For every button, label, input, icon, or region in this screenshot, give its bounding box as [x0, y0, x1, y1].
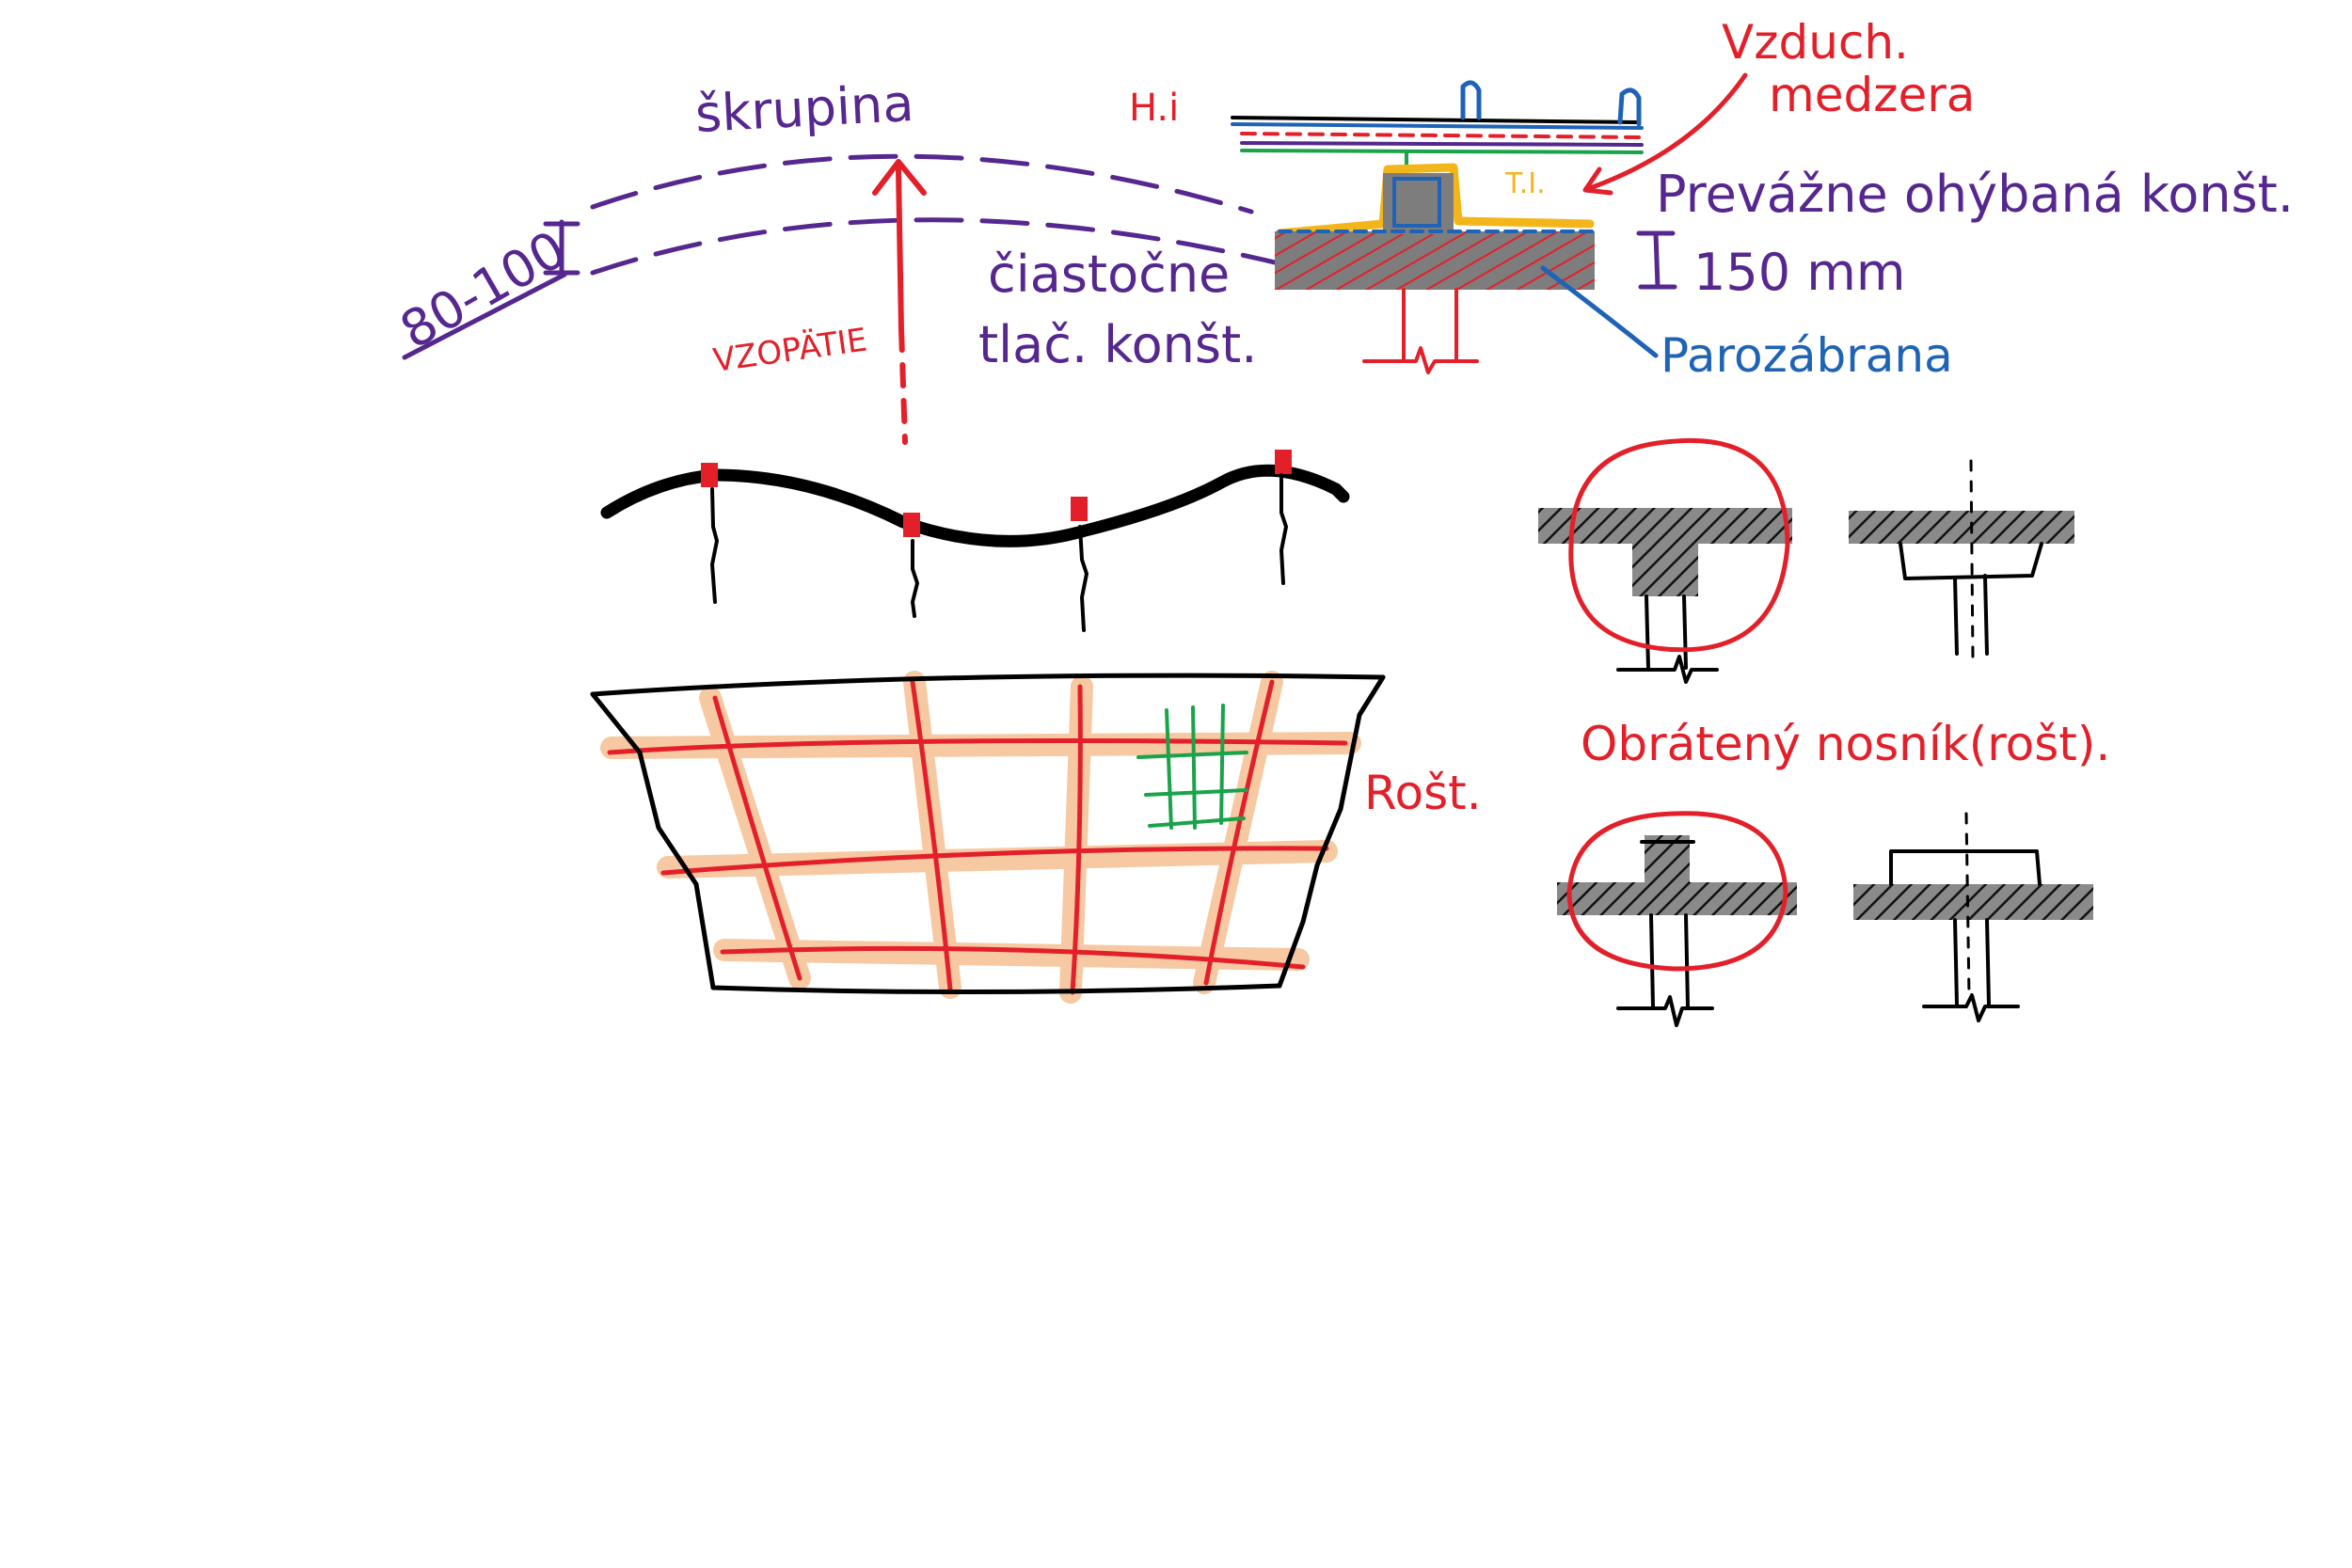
vapor-barrier-label: Parozábrana — [1661, 328, 1953, 383]
compression-structure-label-2: tlač. konšt. — [978, 315, 1257, 374]
secondary-grid — [1136, 704, 1248, 830]
rise-arrow-solid — [896, 166, 904, 332]
grid-label: Rošt. — [1364, 766, 1482, 820]
grid-lines — [607, 679, 1348, 995]
shell-curve-upper — [590, 153, 1254, 214]
inverted-beam-upstand-2 — [1889, 849, 2042, 886]
vapor-barrier-pointer — [1540, 265, 1659, 358]
column-2 — [911, 539, 919, 618]
inverted-beam-column-1 — [1649, 913, 1690, 1008]
grid-diagram: Rošt. — [590, 671, 1482, 1004]
shell-label: škrupina — [693, 73, 914, 144]
roof-layer-red-dashed — [1240, 132, 1644, 139]
seam-right — [1617, 87, 1642, 127]
air-gap-label-2: medzera — [1769, 68, 1975, 122]
support-marker-2 — [903, 513, 920, 537]
inverted-beam-slab-2 — [1853, 884, 2093, 920]
rise-arrow-head — [872, 159, 927, 196]
roof-layer-black — [1231, 116, 1639, 124]
inverted-beam-column-2 — [1953, 918, 1991, 1006]
t-beam-column-1 — [1645, 594, 1688, 670]
inverted-beam-break-2 — [1922, 993, 2020, 1022]
thickness-marker — [1653, 230, 1661, 290]
grid-outline-bottom — [710, 983, 1282, 995]
column-3 — [1078, 525, 1089, 632]
support-marker-1 — [701, 463, 718, 487]
grid-outline-right — [1277, 674, 1386, 989]
t-beam-column-2 — [1953, 574, 1989, 656]
column-4 — [1279, 473, 1288, 585]
inverted-beam-break-1 — [1616, 995, 1714, 1027]
support-marker-3 — [1071, 497, 1088, 521]
roof-section-detail: H.i Vzduch. medzera T.I. Prevážne ohýban… — [978, 15, 2294, 383]
dimension-label: 80-100 — [390, 219, 576, 360]
column-break — [1362, 346, 1479, 374]
inverted-beam-axis-2 — [1964, 812, 1971, 999]
dimension-leader — [402, 272, 567, 360]
t-beam-axis-2 — [1969, 459, 1975, 660]
hi-label: H.i — [1129, 87, 1179, 130]
compression-structure-label-1: čiastočne — [988, 245, 1230, 304]
t-beam-web-2 — [1899, 542, 2043, 580]
inverted-beam-slab-1 — [1557, 882, 1797, 915]
insulation-outline — [1275, 163, 1595, 238]
support-marker-4 — [1275, 450, 1292, 474]
column-below — [1402, 288, 1458, 361]
air-gap-pointer — [1587, 72, 1748, 191]
grid-outline-top — [590, 673, 1386, 697]
beam-core — [1392, 177, 1441, 228]
continuous-beam-diagram — [600, 450, 1350, 632]
highlight-circle-2 — [1566, 811, 1788, 972]
roof-layer-green — [1240, 149, 1644, 154]
t-beam-slab-2 — [1849, 511, 2074, 544]
air-gap-label-1: Vzduch. — [1722, 15, 1909, 70]
shell-curve-lower — [590, 217, 1301, 276]
highlight-circle-1 — [1568, 437, 1790, 653]
rise-label: VZOPÄTIE — [711, 321, 870, 380]
insulation-label: T.I. — [1504, 167, 1546, 200]
bending-structure-label: Prevážne ohýbaná konšt. — [1656, 165, 2294, 224]
thickness-label: 150 mm — [1693, 243, 1905, 302]
roof-layer-blue — [1231, 122, 1644, 130]
t-beam-slab-1 — [1538, 508, 1792, 544]
air-gap-pointer-head — [1582, 166, 1613, 196]
seam-left — [1460, 80, 1482, 120]
roof-layer-purple — [1240, 141, 1644, 147]
concrete-slab — [1275, 231, 1595, 290]
inverted-beam-label: Obrátený nosník(rošt). — [1581, 717, 2110, 771]
column-1 — [710, 487, 719, 604]
rise-arrow-dashed — [898, 326, 908, 445]
t-beam-web-1 — [1632, 544, 1698, 596]
grid-outline-left — [590, 691, 716, 990]
t-beam-break-1 — [1616, 655, 1719, 684]
t-beam-details: Obrátený nosník(rošt). — [1538, 437, 2110, 1027]
